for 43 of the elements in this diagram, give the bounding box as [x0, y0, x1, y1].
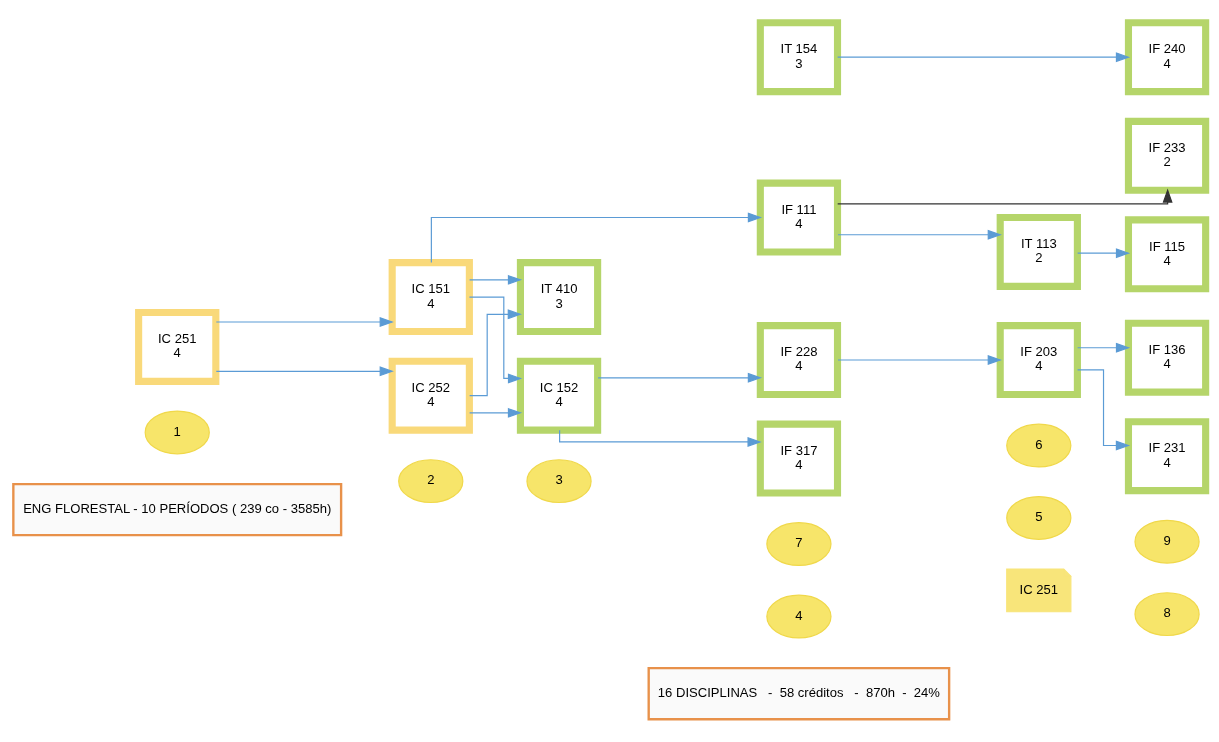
arrow	[837, 229, 1002, 240]
node-ellipse: 8	[1134, 592, 1200, 637]
node-box: IF 231 4	[1124, 418, 1210, 495]
arrow	[837, 52, 1131, 63]
arrow	[837, 355, 1002, 365]
arrow	[468, 296, 523, 384]
node-box: 16 DISCIPLINAS - 58 créditos - 870h - 24%	[647, 667, 951, 721]
node-box: IF 317 4	[756, 420, 842, 497]
node-ellipse: 1	[144, 410, 210, 455]
node-box: IF 203 4	[996, 322, 1081, 398]
node-box: IF 115 4	[1124, 216, 1210, 293]
arrow	[469, 407, 523, 418]
node-box: IF 228 4	[756, 322, 842, 398]
node-ellipse: 9	[1134, 519, 1200, 564]
arrow	[559, 429, 762, 447]
arrow	[430, 212, 763, 263]
node-box: IF 111 4	[756, 179, 842, 256]
arrow	[215, 366, 394, 377]
node-ellipse: 3	[526, 459, 592, 504]
node-ellipse: 6	[1006, 423, 1072, 468]
node-box: ENG FLORESTAL - 10 PERÍODOS ( 239 co - 3585h)	[12, 482, 343, 537]
arrow	[1077, 248, 1131, 259]
arrow	[597, 372, 763, 383]
node-box: IC 251 4	[135, 308, 220, 385]
node-box: IC 151 4	[388, 259, 473, 336]
node-box: IF 240 4	[1124, 19, 1210, 96]
arrow	[837, 188, 1173, 205]
arrow	[1077, 342, 1131, 353]
node-box: IC 252 4	[388, 357, 473, 434]
arrow	[1076, 369, 1131, 451]
arrow	[469, 309, 522, 397]
node-box: IF 233 2	[1124, 117, 1210, 194]
node-ellipse: 2	[398, 459, 464, 504]
node-box: IT 410 3	[516, 259, 602, 336]
node-box: IF 136 4	[1124, 319, 1210, 396]
node-ellipse: 7	[766, 522, 832, 567]
node-ellipse: 5	[1006, 496, 1072, 540]
node-ellipse: 4	[766, 594, 832, 639]
arrow	[469, 274, 523, 285]
arrow	[215, 317, 394, 327]
node-box: IT 113 2	[996, 213, 1081, 290]
node-box: IC 152 4	[516, 357, 602, 434]
node-box: IT 154 3	[756, 19, 842, 96]
